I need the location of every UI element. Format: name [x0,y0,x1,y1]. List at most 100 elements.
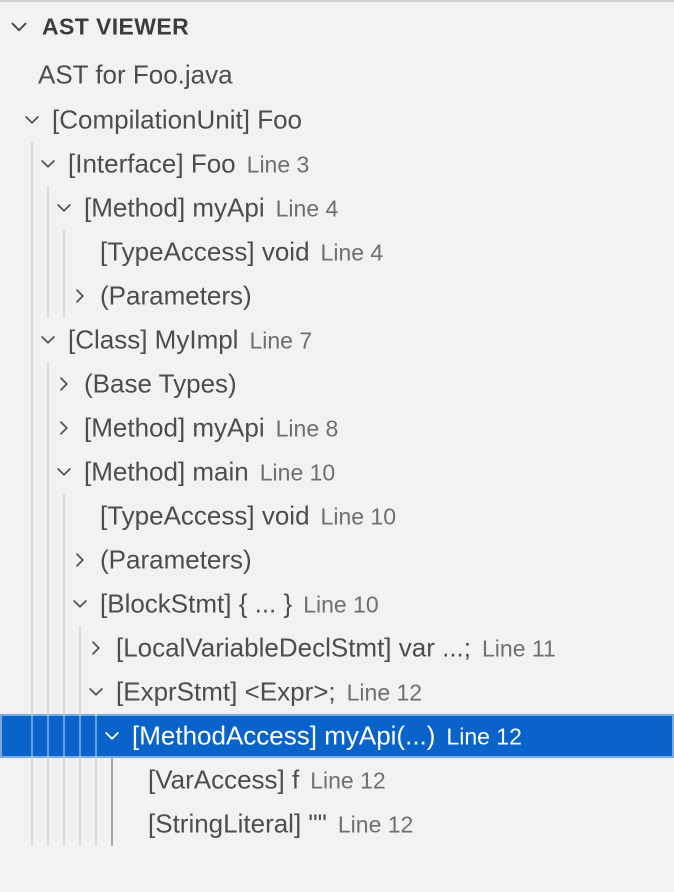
indent-guide [63,626,65,670]
indent-guide [95,802,97,846]
node-label: [Method] myApi [84,412,265,443]
node-label: (Base Types) [84,368,237,399]
tree-row[interactable]: (Parameters) [0,274,674,318]
tree-row[interactable]: [BlockStmt] { ... }Line 10 [0,582,674,626]
indent-guide [79,626,81,670]
indent-guide [47,670,49,714]
tree-row[interactable]: [Method] myApi Line 8 [0,406,674,450]
node-label: [StringLiteral] "" [148,808,327,839]
node-label: [LocalVariableDeclStmt] var ...; [116,632,471,663]
tree-row[interactable]: [StringLiteral] ""Line 12 [0,802,674,846]
tree-row[interactable]: [Method] main Line 10 [0,450,674,494]
indent-guide [31,802,33,846]
node-label: [MethodAccess] myApi(...) [132,720,436,751]
indent-guide [47,802,49,846]
chevron-right-icon[interactable] [55,419,73,437]
indent-guide [63,494,65,538]
tree-message: AST for Foo.java [38,59,233,90]
indent-guide [79,714,81,758]
node-label: [Method] myApi [84,192,265,223]
indent-guide [31,670,33,714]
chevron-down-icon[interactable] [71,595,89,613]
indent-guide [63,274,65,318]
tree-row[interactable]: [Method] myApi Line 4 [0,186,674,230]
indent-guide [63,758,65,802]
tree-row[interactable]: [LocalVariableDeclStmt] var ...;Line 11 [0,626,674,670]
chevron-down-icon[interactable] [55,199,73,217]
indent-guide [31,186,33,230]
chevron-down-icon[interactable] [87,683,105,701]
tree-row[interactable]: [ExprStmt] <Expr>; Line 12 [0,670,674,714]
node-label: [VarAccess] f [148,764,300,795]
indent-guide [47,758,49,802]
chevron-down-icon[interactable] [9,17,29,37]
node-line-number: Line 4 [320,239,384,266]
indent-guide [47,582,49,626]
node-label: [Interface] Foo [68,148,236,179]
indent-guide [47,274,49,318]
node-line-number: Line 10 [303,591,379,618]
tree-row[interactable]: (Parameters) [0,538,674,582]
indent-guide [31,538,33,582]
chevron-right-icon[interactable] [71,287,89,305]
indent-guide [31,318,33,362]
indent-guide [63,582,65,626]
node-line-number: Line 4 [275,195,339,222]
node-line-number: Line 3 [246,151,310,178]
chevron-right-icon[interactable] [87,639,105,657]
indent-guide [111,802,113,846]
tree-message-row: AST for Foo.java [0,52,674,98]
chevron-right-icon[interactable] [71,551,89,569]
indent-guide [79,758,81,802]
chevron-down-icon[interactable] [23,111,41,129]
chevron-down-icon[interactable] [39,331,57,349]
indent-guide [95,714,97,758]
node-label: [Class] MyImpl [68,324,239,355]
tree-row[interactable]: [CompilationUnit] Foo [0,98,674,142]
indent-guide [31,494,33,538]
node-label: [ExprStmt] <Expr>; [116,676,336,707]
indent-guide [79,670,81,714]
indent-guide [47,406,49,450]
node-label: [Method] main [84,456,249,487]
chevron-down-icon[interactable] [39,155,57,173]
tree-row[interactable]: [MethodAccess] myApi(...) Line 12 [0,714,674,758]
indent-guide [31,230,33,274]
indent-guide [63,230,65,274]
indent-guide [31,714,33,758]
node-line-number: Line 10 [259,459,336,486]
indent-guide [63,670,65,714]
panel-title: AST VIEWER [42,13,190,40]
node-label: [CompilationUnit] Foo [52,104,302,135]
tree-row[interactable]: [Interface] Foo Line 3 [0,142,674,186]
panel-header[interactable]: AST VIEWER [0,2,674,52]
indent-guide [47,714,49,758]
node-line-number: Line 12 [446,723,522,750]
indent-guide [79,802,81,846]
indent-guide [47,230,49,274]
indent-guide [31,274,33,318]
tree-row[interactable]: (Base Types) [0,362,674,406]
node-line-number: Line 8 [275,415,339,442]
indent-guide [31,582,33,626]
indent-guide [47,450,49,494]
indent-guide [47,494,49,538]
chevron-right-icon[interactable] [55,375,73,393]
indent-guide [47,186,49,230]
chevron-down-icon[interactable] [103,727,121,745]
node-line-number: Line 12 [346,679,423,706]
indent-guide [47,626,49,670]
indent-guide [31,450,33,494]
chevron-down-icon[interactable] [55,463,73,481]
indent-guide [63,802,65,846]
node-label: (Parameters) [100,544,252,575]
indent-guide [47,362,49,406]
indent-guide [47,538,49,582]
node-label: (Parameters) [100,280,252,311]
indent-guide [31,142,33,186]
